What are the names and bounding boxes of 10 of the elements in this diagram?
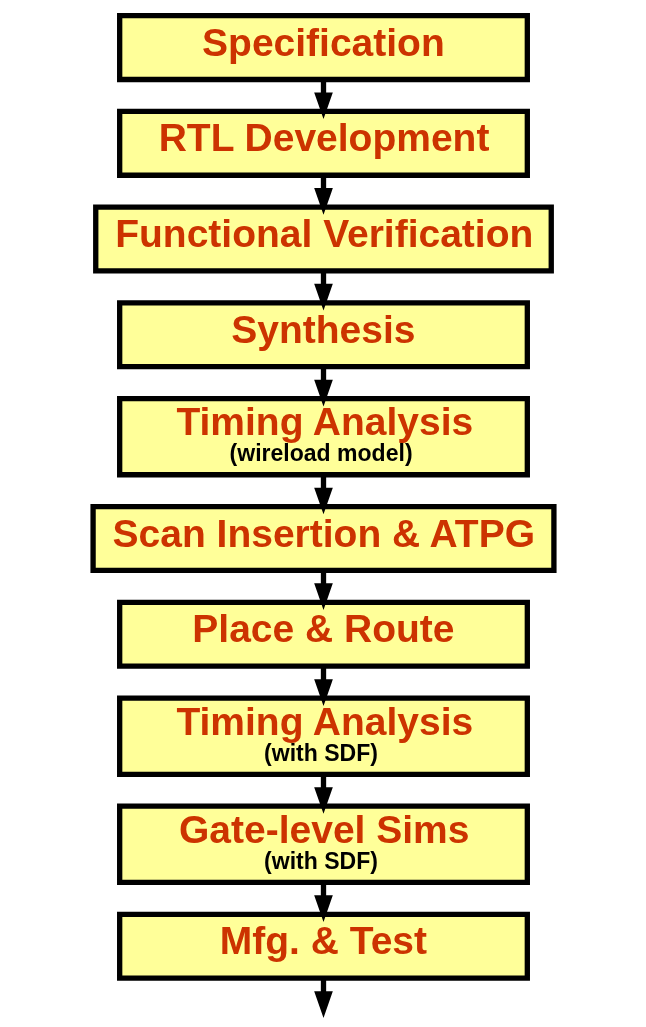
node-box: Timing Analysis (with SDF) [116, 695, 530, 777]
node-box: Specification [116, 13, 530, 83]
node-box: Synthesis [116, 300, 530, 370]
node-box: Gate-level Sims (with SDF) [116, 803, 530, 886]
node-box: Place & Route [116, 599, 530, 669]
node-box: Timing Analysis (wireload model) [116, 395, 530, 478]
node-box: Mfg. & Test [116, 911, 530, 981]
node-box: RTL Development [116, 108, 530, 178]
node-box: Functional Verification [92, 204, 554, 274]
node-box: Scan Insertion & ATPG [89, 504, 557, 574]
